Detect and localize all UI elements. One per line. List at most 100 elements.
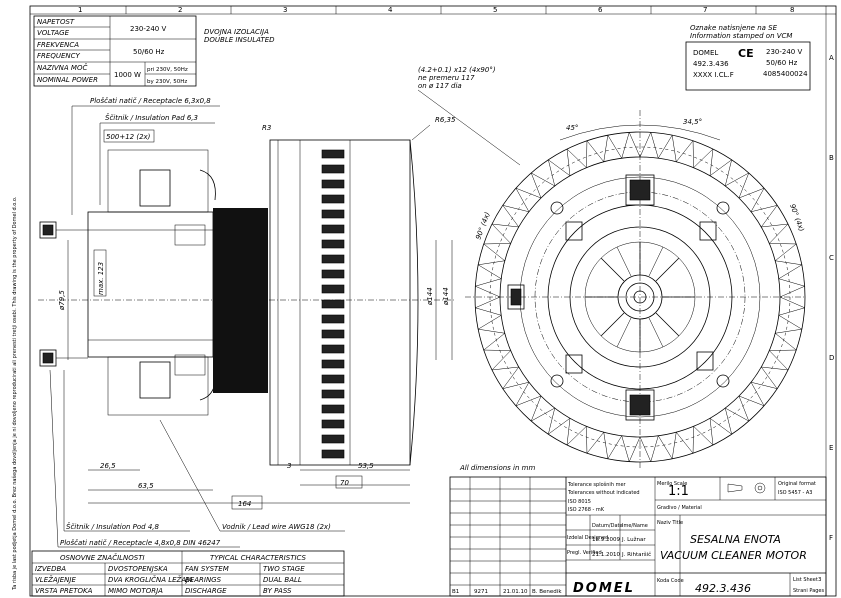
fan-tooth (515, 187, 542, 212)
fan-tooth (725, 395, 750, 422)
row-label-c: C (829, 254, 834, 262)
char-row3-b: MIMO MOTORJA (108, 587, 163, 595)
lead-wire-label: Vodnik / Lead wire AWG18 (2x) (222, 523, 331, 531)
dim-max123: max. 123 (97, 262, 105, 295)
angle-45-label: 45° (566, 124, 578, 132)
dim-r3: R3 (262, 124, 271, 132)
format-label: Original format (778, 481, 816, 487)
fan-tooth (676, 140, 694, 168)
motor-housing (87, 211, 214, 358)
spec-label-voltage-sl: NAPETOST (37, 18, 75, 26)
insulation-pad-bottom-label: Ščitnik / Insulation Pod 4,8 (66, 522, 160, 531)
char-row1-d: TWO STAGE (263, 565, 305, 573)
iso-2768: ISO 2768 - mK (568, 507, 605, 513)
fan-tooth (474, 296, 502, 316)
receptacle-bottom-label: Ploščati natič / Receptacle 4,8x0,8 DIN … (60, 539, 221, 547)
row-label-e: E (829, 444, 833, 452)
fan-tooth (639, 131, 659, 159)
dim-500-label: 500+12 (2x) (106, 133, 151, 141)
title-label: Naziv Title (657, 520, 683, 526)
fan-tooth (709, 159, 733, 186)
designed-label: Izdelal Designed (567, 535, 608, 541)
fan-tooth (725, 172, 750, 199)
brush-assembly-top (625, 174, 655, 206)
designed-name: J. Lužnar (621, 536, 646, 543)
stamp-serial: XXXX I.CL.F (693, 71, 734, 79)
spec-voltage-value: 230-240 V (130, 25, 166, 33)
checked-date: 21.1.2010 (592, 552, 620, 558)
screws-note-1: (4.2+0.1) x12 (4x90°) (418, 66, 496, 74)
fan-tooth (778, 278, 806, 298)
fan-tooth (775, 315, 803, 334)
rev-date: 21.01.10 (503, 589, 528, 595)
screws-leader-line (417, 89, 521, 166)
dim-635: 63,5 (138, 482, 154, 490)
fan-tooth (530, 395, 555, 422)
dim-164: 164 (238, 500, 251, 508)
fan-tooth (621, 435, 641, 463)
col-label-6: 6 (598, 6, 603, 14)
dim-265: 26,5 (100, 462, 116, 470)
fan-tooth (530, 172, 555, 199)
row-label-d: D (829, 354, 834, 362)
row-label-f: F (829, 534, 833, 542)
screw-hole-4 (716, 374, 730, 388)
motor-front-view: 45° 34,5° 90° (4x) 90° (4x) (465, 110, 806, 470)
name-label: Ime/Name (622, 523, 648, 529)
char-header-sl: OSNOVNE ZNAČILNOSTI (60, 553, 145, 562)
dim-70: 70 (340, 479, 349, 487)
stamp-code: 492.3.436 (693, 60, 729, 68)
ce-mark-icon: CE (738, 47, 754, 60)
fan-tooth (586, 426, 604, 454)
spec-label-voltage-en: VOLTAGE (37, 29, 70, 37)
rotor-spokes (585, 242, 695, 352)
column-markers: 1 2 3 4 5 6 7 8 (78, 6, 794, 14)
projection-symbol-icon (754, 482, 766, 494)
company-logo: DOMEL (573, 581, 635, 596)
scale-value: 1:1 (668, 484, 689, 499)
rev-letter: B1 (452, 589, 459, 595)
fan-tooth (483, 243, 511, 261)
stamp-info: Oznake natisnjene na SE Information stam… (685, 24, 811, 91)
stamp-brand: DOMEL (693, 49, 718, 57)
fan-tooth (477, 315, 505, 334)
insulation-pad-top-label: Ščitnik / Insulation Pad 6,3 (105, 113, 198, 122)
fan-tooth (621, 131, 641, 159)
dim-535: 53,5 (358, 462, 374, 470)
spec-freq-value: 50/60 Hz (133, 48, 165, 56)
fan-tooth (738, 382, 765, 407)
drawing-code: 492.3.436 (695, 582, 751, 595)
spec-table: NAPETOST VOLTAGE FREKVENCA FREQUENCY NAZ… (33, 15, 197, 87)
rev-number: 9271 (474, 589, 488, 595)
code-label: Koda Code (657, 578, 684, 584)
fan-tooth (658, 432, 677, 460)
screw-hole-2 (716, 201, 730, 215)
brush-holder-top (107, 149, 209, 213)
checked-name: J. Rihtaršič (621, 551, 651, 558)
spec-label-freq-sl: FREKVENCA (37, 41, 79, 49)
dim-500-box (103, 129, 155, 143)
date-label: Datum/Date (592, 523, 623, 529)
drawing-border (29, 5, 837, 597)
tolerance-label-1: Tolerance splošnih mer (567, 481, 627, 488)
designed-date: 18.9.2009 (592, 537, 620, 543)
double-insulated-sl: DVOJNA IZOLACIJA (204, 28, 269, 36)
brush-assembly-bottom (625, 389, 655, 421)
fan-tooth (778, 296, 806, 316)
col-label-5: 5 (493, 6, 497, 14)
col-label-3: 3 (283, 6, 287, 14)
stamp-title-sl: Oznake natisnjene na SE (690, 24, 778, 32)
title-block: Tolerance splošnih mer Tolerances withou… (449, 476, 827, 597)
fan-tooth (769, 243, 797, 261)
fan-tooth (483, 333, 511, 351)
char-row3-a: VRSTA PRETOKA (35, 587, 93, 595)
row-markers: A B C D E F (829, 54, 834, 542)
tolerance-label-2: Tolerances without indicated (567, 490, 640, 496)
stamp-title-en: Information stamped on VCM (690, 32, 792, 40)
fan-tooth (775, 260, 803, 279)
col-label-8: 8 (790, 6, 794, 14)
screw-hole-3 (550, 374, 564, 388)
receptacle-top-label: Ploščati natič / Receptacle 6,3x0,8 (90, 97, 211, 105)
char-row2-a: VLEŽAJENJE (35, 575, 76, 584)
